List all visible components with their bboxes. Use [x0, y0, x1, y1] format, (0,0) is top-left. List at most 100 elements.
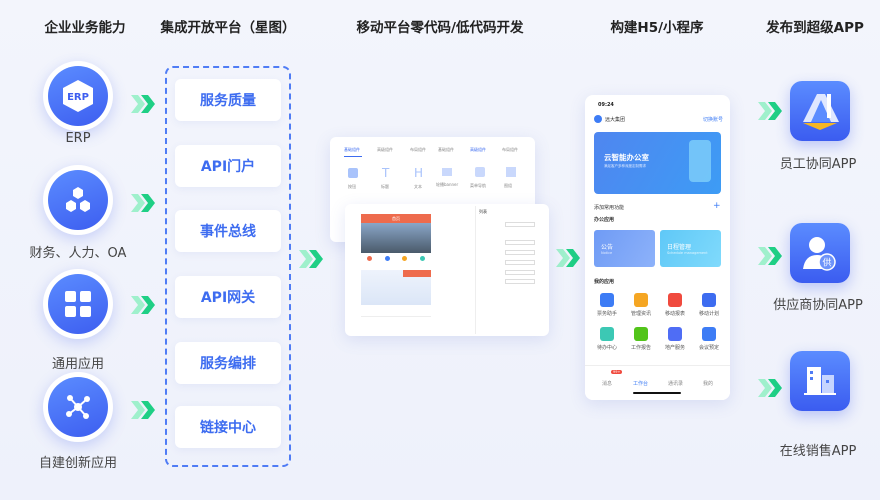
source-label: 财务、人力、OA	[29, 246, 127, 261]
collaboration-logo-icon	[803, 94, 839, 130]
home-indicator	[633, 392, 681, 394]
office-apps-label: 办公应用	[594, 217, 615, 223]
chevron-arrow-icon	[131, 95, 155, 113]
svg-text:供: 供	[822, 257, 831, 269]
source-label: 通用应用	[51, 357, 105, 372]
tab-messages[interactable]: 消息	[602, 381, 613, 387]
target-label: 员工协同APP	[779, 157, 857, 172]
header-integration: 集成开放平台（星图）	[160, 20, 296, 36]
app-label: 会议预定	[699, 345, 720, 351]
switch-account-link[interactable]: 切换账号	[703, 117, 724, 123]
app-icon[interactable]	[668, 327, 682, 341]
chevron-arrow-icon	[299, 250, 323, 268]
tab-me[interactable]: 我的	[703, 381, 714, 387]
office-banner[interactable]: 云智能办公室 满足客户多种深度定制需求	[594, 132, 721, 194]
app-icon[interactable]	[702, 327, 716, 341]
chevron-arrow-icon	[758, 102, 782, 120]
component-label: 按钮	[348, 184, 356, 189]
chevron-arrow-icon	[131, 296, 155, 314]
tab-contacts[interactable]: 通讯录	[668, 381, 684, 387]
banner-component-icon	[442, 168, 452, 176]
title-component-icon: T	[382, 166, 390, 180]
integration-platform-box	[165, 66, 291, 467]
service-event-bus: 事件总线	[175, 210, 281, 252]
menu-component-icon	[475, 167, 485, 177]
employee-app-icon	[790, 81, 850, 141]
company-logo	[594, 115, 602, 123]
buildings-icon	[804, 367, 836, 395]
add-function-label: 添加常用功能	[594, 205, 625, 211]
supplier-user-icon: 供	[803, 237, 836, 271]
network-nodes-icon	[66, 395, 90, 419]
app-label: 待办中心	[597, 345, 618, 351]
app-icon[interactable]	[634, 327, 648, 341]
panel-title: 列表	[479, 209, 487, 214]
service-quality: 服务质量	[175, 79, 281, 121]
preview-header: 首页	[361, 214, 431, 223]
component-label: 菜单导航	[470, 183, 486, 188]
add-icon[interactable]: +	[713, 201, 721, 211]
source-label: ERP	[65, 131, 91, 146]
chevron-arrow-icon	[758, 247, 782, 265]
notice-card[interactable]: 公告 Notice	[594, 230, 655, 267]
app-label: 管理资讯	[631, 311, 652, 317]
header-publish: 发布到超级APP	[766, 20, 864, 36]
target-label: 在线销售APP	[779, 444, 857, 459]
app-label: 票务助手	[597, 311, 618, 317]
component-label: 图组	[504, 183, 512, 188]
service-api-portal: API门户	[175, 145, 281, 187]
target-label: 供应商协同APP	[773, 298, 863, 313]
service-orchestration: 服务编排	[175, 342, 281, 384]
supplier-app-icon: 供	[790, 223, 850, 283]
component-label: 文本	[414, 184, 422, 189]
editor-tab: 基础组件	[438, 147, 454, 152]
chevron-arrow-icon	[131, 401, 155, 419]
phone-mockup: 09:24 远大集团 切换账号 云智能办公室 满足客户多种深度定制需求 添加常用…	[585, 95, 730, 400]
app-icon[interactable]	[634, 293, 648, 307]
phone-tab-bar: 消息 99+ 工作台 通讯录 我的	[585, 365, 730, 400]
text-component-icon: H	[414, 166, 424, 180]
app-label: 移动计划	[699, 311, 720, 317]
chevron-arrow-icon	[556, 249, 580, 267]
gallery-component-icon	[506, 167, 516, 177]
app-icon[interactable]	[702, 293, 716, 307]
page-designer-card: 首页 列表	[345, 204, 549, 336]
notice-en-label: Notice	[601, 251, 613, 255]
header-lowcode: 移动平台零代码/低代码开发	[356, 20, 524, 36]
schedule-label: 日程管理	[667, 244, 692, 251]
app-icon[interactable]	[600, 327, 614, 341]
button-component-icon	[348, 168, 358, 178]
app-label: 地产服务	[665, 345, 686, 351]
chevron-arrow-icon	[131, 194, 155, 212]
schedule-card[interactable]: 日程管理 Schedule management	[660, 230, 721, 267]
schedule-en-label: Schedule management	[667, 251, 708, 255]
app-icon[interactable]	[668, 293, 682, 307]
chevron-arrow-icon	[758, 379, 782, 397]
component-label: 轮播banner	[436, 182, 459, 187]
app-icon[interactable]	[600, 293, 614, 307]
preview-banner-image	[361, 223, 431, 253]
tab-workbench[interactable]: 工作台	[633, 381, 649, 387]
header-h5: 构建H5/小程序	[610, 20, 704, 36]
custom-circle	[43, 372, 113, 442]
svg-text:ERP: ERP	[67, 92, 89, 103]
message-badge: 99+	[611, 370, 623, 374]
grid-apps-icon	[65, 291, 91, 317]
notice-label: 公告	[601, 244, 614, 251]
editor-tab: 高级组件	[377, 147, 393, 152]
finance-circle	[43, 165, 113, 235]
banner-subtitle: 满足客户多种深度定制需求	[604, 164, 646, 168]
app-label: 移动报表	[665, 311, 686, 317]
company-name: 远大集团	[605, 117, 626, 123]
general-circle	[43, 269, 113, 339]
banner-title: 云智能办公室	[604, 153, 649, 162]
hexagon-cluster-icon	[66, 187, 90, 212]
sales-app-icon	[790, 351, 850, 411]
editor-tab: 高级组件	[470, 147, 486, 152]
service-link-center: 链接中心	[175, 406, 281, 448]
header-business: 企业业务能力	[44, 20, 126, 36]
erp-hexagon-icon: ERP	[63, 80, 93, 112]
my-apps-label: 我的应用	[594, 279, 615, 285]
phone-time: 09:24	[598, 102, 614, 108]
source-label: 自建创新应用	[38, 456, 118, 471]
